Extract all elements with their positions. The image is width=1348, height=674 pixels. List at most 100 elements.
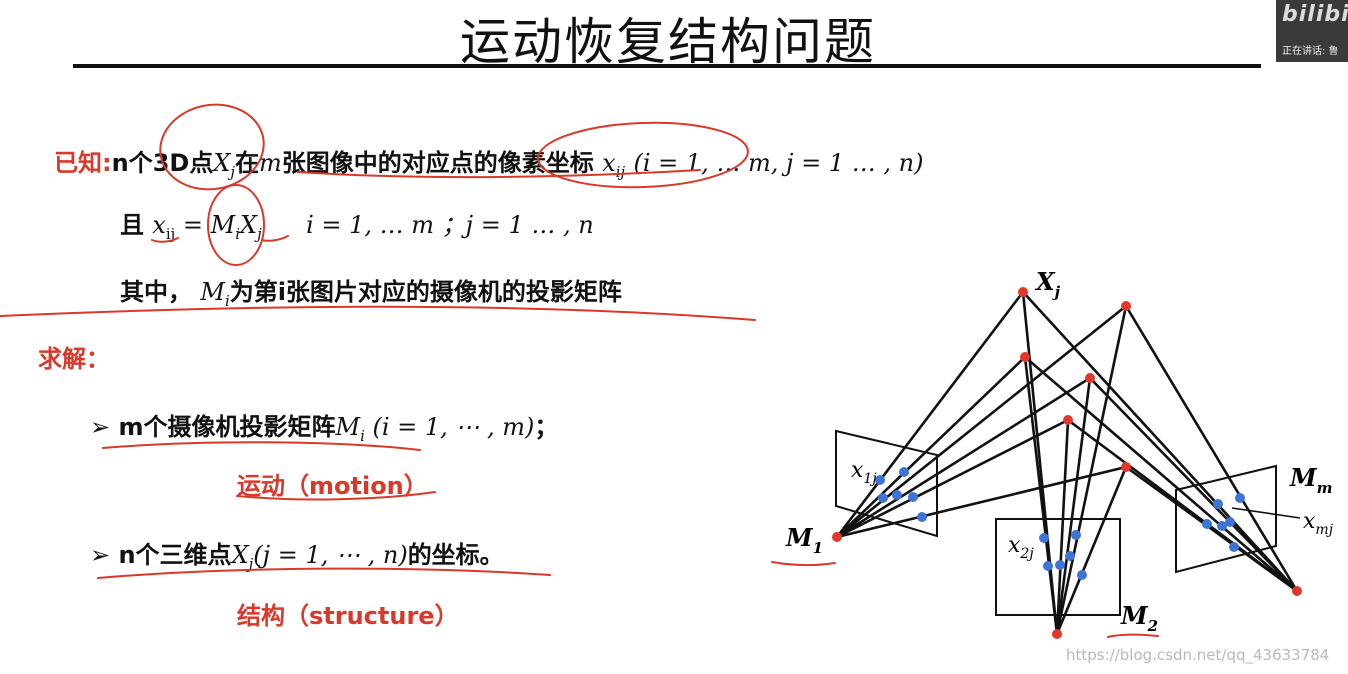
ray-0-0 [835,291,1025,538]
scene-point [1085,373,1095,383]
var-xij: xij [602,149,626,181]
where-text: 其中， [120,278,192,306]
var-Xj-2: Xj [240,211,262,243]
coords-text: 的坐标。 [407,541,504,569]
index-range-3: (i = 1, ⋯ , m) [364,413,535,441]
image-point [878,493,888,503]
index-range-4: (j = 1, ⋯ , n) [253,541,408,569]
image-point [1202,519,1212,529]
ray-2-1 [1023,356,1059,635]
structure-label: 结构（structure） [237,602,459,630]
label-M1: M1 [785,523,823,557]
image-point [1065,551,1075,561]
image-point [899,467,909,477]
image-plane-1 [835,429,938,538]
image-point [892,490,902,500]
image-point [908,492,918,502]
underline-Xj [261,235,289,242]
image-planes [835,429,1277,616]
images-text: 张图像中的对应点的像素坐标 [281,149,594,177]
var-xij-2: xij [152,211,176,243]
projection-text: 为第i张图片对应的摄像机的投影矩阵 [229,278,622,306]
scene-point [1063,415,1073,425]
image-point [1235,493,1245,503]
image-point [1213,499,1223,509]
circle-Mi [207,184,265,266]
underline-M1 [771,561,836,567]
motion-label: 运动（motion） [237,472,428,500]
semicolon: ； [534,413,559,441]
known-label: 已知: [54,149,112,177]
label-x1j: x1j [851,458,877,487]
var-Mi-3: Mi [200,278,230,310]
underline-bullet1 [102,441,421,451]
image-point [875,475,885,485]
ray-5-2 [1125,465,1298,593]
known-line-2: 且 xij = MiXj i = 1, … m ；j = 1 … , n [120,205,594,243]
watermark: https://blog.csdn.net/qq_43633784 [1066,646,1330,664]
projection-rays [835,291,1299,635]
image-point [917,512,927,522]
bullet-motion: ➢ m个摄像机投影矩阵Mi (i = 1, ⋯ , m)； [90,407,558,445]
label-Xj: Xj [1034,267,1061,301]
var-m: m [259,149,282,177]
known-line-3: 其中， Mi为第i张图片对应的摄像机的投影矩阵 [120,272,622,310]
image-point [1039,533,1049,543]
circle-xij [537,121,749,189]
ray-2-0 [836,356,1026,538]
equals-sign: = [175,211,211,239]
var-Xj-bullet: Xj [231,541,254,573]
known-line-1: 已知:n个3D点Xj在m张图像中的对应点的像素坐标 xij (i = 1, … … [54,143,923,181]
and-text: 且 [120,211,144,239]
image-point [1043,561,1053,571]
ray-5-1 [1055,466,1128,635]
title-underline [73,64,1261,68]
camera-center [1292,586,1302,596]
underline-line3 [0,305,756,321]
bullet-structure: ➢ n个三维点Xj(j = 1, ⋯ , n)的坐标。 [90,535,504,573]
ray-3-2 [1089,377,1298,592]
underline-xij [151,237,179,243]
image-plane-m [1175,464,1277,574]
scene-points [832,287,1302,639]
camera-center [832,532,842,542]
xmj-pointer [1231,507,1301,519]
bullet-2-text: n个三维点 [118,541,232,569]
speaking-indicator: 正在讲话: 鲁 [1282,46,1339,57]
scene-point [1018,287,1028,297]
brand-text: bilibili [1282,2,1348,27]
ray-4-1 [1055,419,1070,635]
image-point [1055,560,1065,570]
page-title: 运动恢复结构问题 [460,13,876,71]
image-point [1229,542,1239,552]
arrow-bullet-icon-2: ➢ [90,541,111,569]
underline-M2 [1107,633,1159,638]
scene-point [1020,352,1030,362]
solve-label: 求解： [38,345,110,373]
label-x2j: x2j [1008,533,1034,562]
label-M2: M2 [1120,601,1158,635]
scene-point [1121,301,1131,311]
image-point [1217,521,1227,531]
in-text: 在 [235,149,260,177]
ray-1-2 [1124,305,1299,592]
underline-pixels [297,169,701,179]
bilibili-logo: bilibili 正在讲话: 鲁 [1276,0,1348,62]
var-Mi-bullet: Mi [335,413,365,445]
ray-3-1 [1055,377,1092,635]
bullet-1-text: m个摄像机投影矩阵 [118,413,336,441]
image-plane-2 [995,518,1121,616]
var-Xj: Xj [213,149,236,181]
ray-5-0 [836,465,1127,539]
image-point [1071,530,1081,540]
image-point [1077,570,1087,580]
arrow-bullet-icon: ➢ [90,413,111,441]
scene-point [1121,462,1131,472]
ray-1-1 [1055,305,1128,635]
underline-motion [236,491,436,501]
image-points [875,467,1245,580]
label-Mm: Mm [1289,463,1332,497]
label-xmj: xmj [1303,509,1334,538]
ray-0-2 [1022,291,1298,592]
